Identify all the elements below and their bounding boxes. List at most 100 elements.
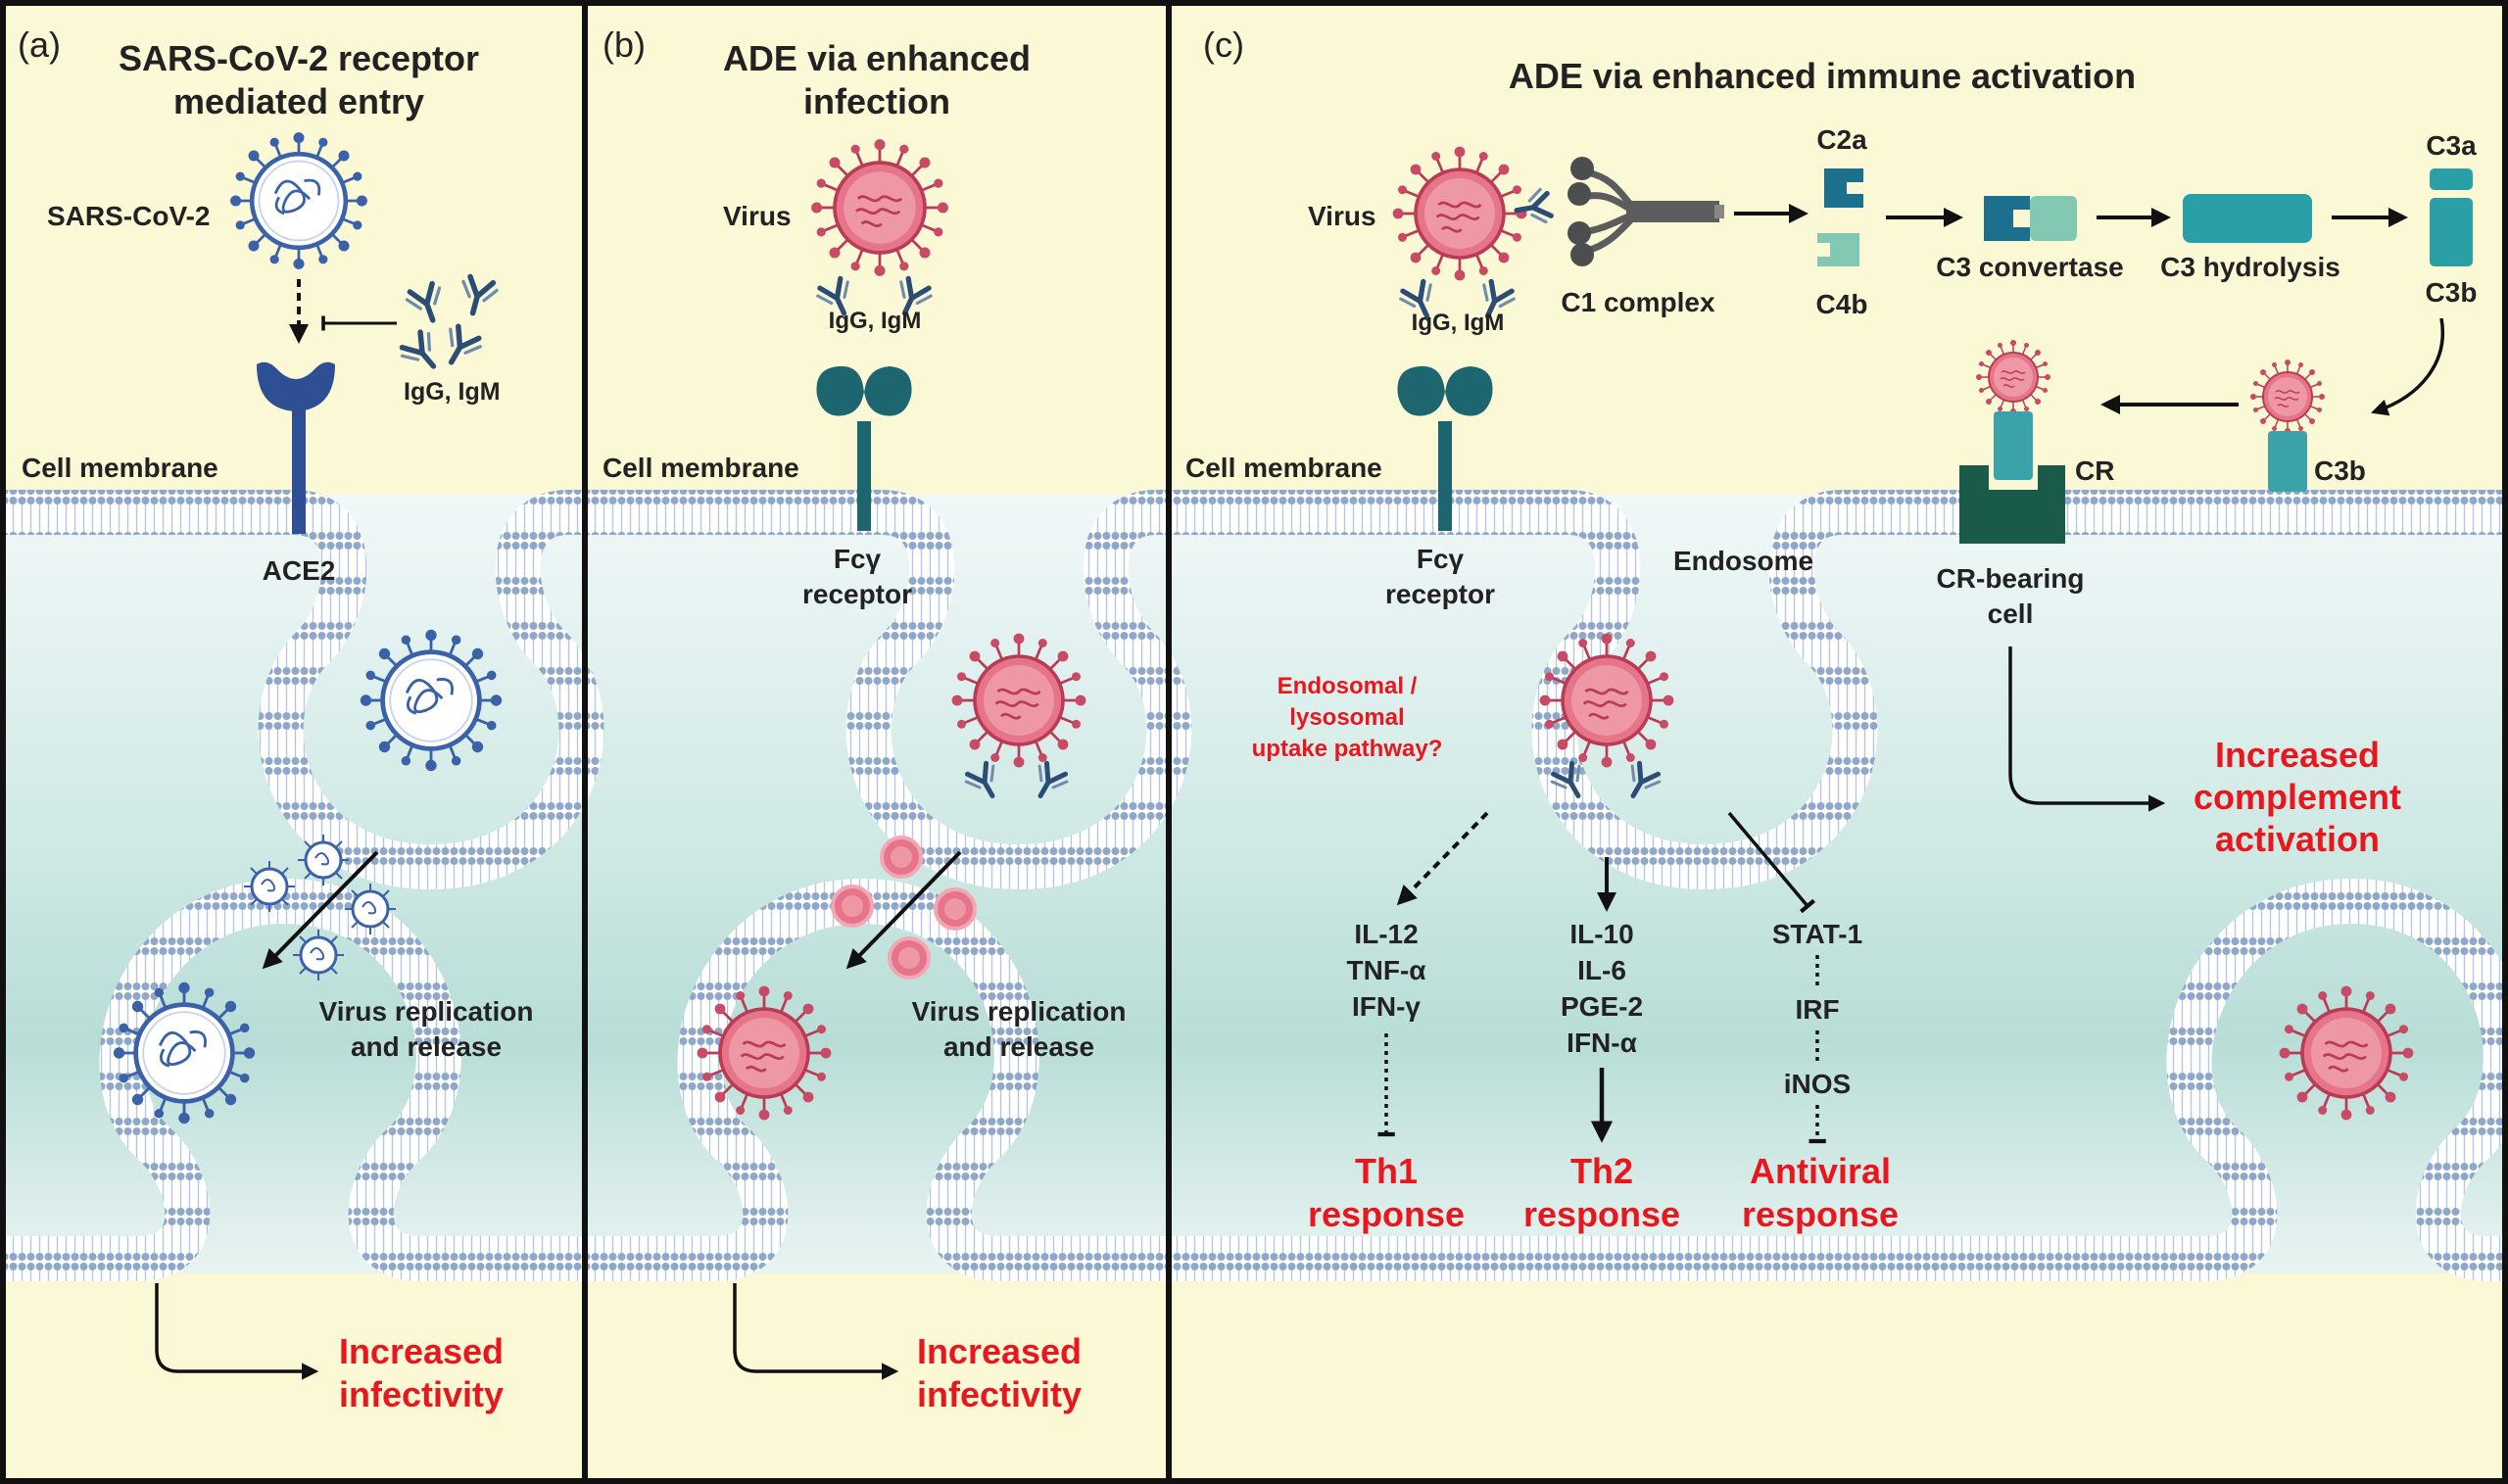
- panel-c-membrane-label: Cell membrane: [1185, 453, 1382, 483]
- panel-a-outcome-line2: infectivity: [339, 1374, 504, 1414]
- antibody-icon: [436, 323, 483, 370]
- panel-a-replication-line1: Virus replication: [319, 996, 534, 1027]
- panel-b-outcome-line2: infectivity: [917, 1374, 1082, 1414]
- pathway-line1: Endosomal /: [1278, 673, 1418, 699]
- sars-cov-2-virus-icon: [230, 132, 367, 269]
- panel-a-title-line1: SARS-CoV-2 receptor: [119, 38, 479, 78]
- c1-complex-icon: [1568, 157, 1724, 266]
- endosome-virus-icon: [1537, 631, 1676, 770]
- ace2-label: ACE2: [263, 555, 336, 586]
- c3-hydrolysis-label: C3 hydrolysis: [2160, 252, 2340, 282]
- panel-a-replication-line2: and release: [351, 1031, 502, 1062]
- pathway-line2: lysosomal: [1289, 704, 1404, 731]
- panel-c-receptor-line1: Fcγ: [1417, 544, 1465, 574]
- panel-b-virus-label: Virus: [723, 201, 792, 231]
- panel-c-virus-label: Virus: [1308, 201, 1376, 231]
- release-arrow: [845, 850, 962, 970]
- c4b-label: C4b: [1816, 289, 1868, 319]
- complement-line1: Increased: [2215, 735, 2380, 775]
- c3-convertase-icon: [1984, 196, 2077, 241]
- c3-icon: [2183, 194, 2312, 243]
- pathway-line3: uptake pathway?: [1252, 736, 1443, 762]
- c3a-label: C3a: [2426, 130, 2477, 161]
- c3b-bottom-label: C3b: [2314, 455, 2366, 486]
- panel-c-virus-icon: [1390, 144, 1529, 283]
- ade-virus-icon: [809, 137, 950, 278]
- sars-cov-2-label: SARS-CoV-2: [47, 201, 210, 231]
- cr-cell-line1: CR-bearing: [1937, 563, 2085, 594]
- th1-cytokine-3: IFN-γ: [1352, 991, 1421, 1022]
- new-ade-virus-icon: [695, 983, 834, 1123]
- panel-a: (a) SARS-CoV-2 receptor mediated entry S…: [18, 24, 533, 1414]
- panel-c-antibody-label: IgG, IgM: [1412, 310, 1505, 336]
- antibody-icon: [398, 329, 447, 378]
- virus-particle-icon: [242, 859, 297, 914]
- inos-label: iNOS: [1784, 1069, 1851, 1099]
- cr-bound-virus-icon: [1975, 339, 2051, 415]
- panel-b-receptor-line2: receptor: [802, 579, 912, 609]
- antibody-icon: [405, 282, 449, 326]
- endocytosed-virus-icon: [361, 630, 502, 771]
- panel-b-antibody-label: IgG, IgM: [829, 308, 922, 334]
- complement-receptor-icon: [1959, 465, 2065, 544]
- panel-a-title-line2: mediated entry: [173, 81, 424, 121]
- irf-label: IRF: [1795, 994, 1839, 1025]
- panel-b: (b) ADE via enhanced infection Virus IgG…: [603, 24, 1126, 1414]
- virus-particle-icon: [880, 836, 923, 879]
- new-virus-icon: [114, 982, 255, 1124]
- panel-b-outcome-line1: Increased: [917, 1331, 1082, 1371]
- th2-cytokine-2: IL-6: [1577, 955, 1626, 985]
- th2-cytokine-1: IL-10: [1569, 919, 1633, 949]
- th2-response-line2: response: [1523, 1194, 1680, 1234]
- ace2-receptor-icon: [257, 361, 335, 534]
- c2a-icon: [1824, 168, 1863, 208]
- th2-cytokine-4: IFN-α: [1567, 1028, 1637, 1058]
- c3-convertase-label: C3 convertase: [1936, 252, 2123, 282]
- panel-a-membrane-label: Cell membrane: [22, 453, 218, 483]
- c3b-top-label: C3b: [2426, 277, 2478, 308]
- panel-c-receptor-line2: receptor: [1385, 579, 1495, 609]
- panel-b-membrane-label: Cell membrane: [603, 453, 799, 483]
- outcome-arrow: [733, 1283, 899, 1380]
- panel-c-tag: (c): [1203, 24, 1244, 65]
- panel-b-replication-line1: Virus replication: [912, 996, 1127, 1027]
- cr-label: CR: [2075, 455, 2114, 486]
- antibody-icon: [457, 275, 499, 317]
- c3b-icon: [2430, 198, 2473, 266]
- panel-b-replication-line2: and release: [943, 1031, 1094, 1062]
- panel-b-receptor-line1: Fcγ: [834, 544, 882, 574]
- opsonized-virus-icon: [2249, 359, 2326, 435]
- panel-a-tag: (a): [18, 24, 61, 65]
- cr-cell-virus-icon: [2277, 983, 2416, 1123]
- th1-cytokine-1: IL-12: [1354, 919, 1418, 949]
- th2-response-line1: Th2: [1570, 1151, 1633, 1191]
- c3b-bound-icon: [2268, 431, 2307, 492]
- c1-complex-label: C1 complex: [1561, 287, 1715, 317]
- panel-a-outcome-line1: Increased: [339, 1331, 504, 1371]
- c4b-icon: [1817, 233, 1859, 266]
- th2-cytokine-3: PGE-2: [1561, 991, 1643, 1022]
- th1-response-line1: Th1: [1355, 1151, 1418, 1191]
- panel-c: (c) ADE via enhanced immune activation V…: [1185, 24, 2477, 1234]
- release-arrow: [262, 850, 379, 970]
- cr-cell-line2: cell: [1988, 598, 2034, 629]
- antiviral-response-line1: Antiviral: [1750, 1151, 1891, 1191]
- complement-line3: activation: [2215, 819, 2380, 859]
- endosome-label: Endosome: [1673, 546, 1813, 576]
- c3a-icon: [2430, 168, 2473, 190]
- th1-cytokine-2: TNF-α: [1347, 955, 1426, 985]
- complement-line2: complement: [2194, 777, 2401, 817]
- outcome-arrow: [155, 1283, 319, 1380]
- th1-response-line2: response: [1308, 1194, 1465, 1234]
- panel-b-title-line1: ADE via enhanced: [723, 38, 1031, 78]
- panel-b-tag: (b): [603, 24, 646, 65]
- stat1-label: STAT-1: [1772, 919, 1862, 949]
- endocytosed-ade-virus-icon: [949, 631, 1088, 770]
- panel-c-title: ADE via enhanced immune activation: [1509, 56, 2136, 96]
- c2a-label: C2a: [1816, 124, 1867, 155]
- panel-b-title-line2: infection: [803, 81, 950, 121]
- igg-igm-label: IgG, IgM: [404, 378, 501, 406]
- antiviral-response-line2: response: [1742, 1194, 1899, 1234]
